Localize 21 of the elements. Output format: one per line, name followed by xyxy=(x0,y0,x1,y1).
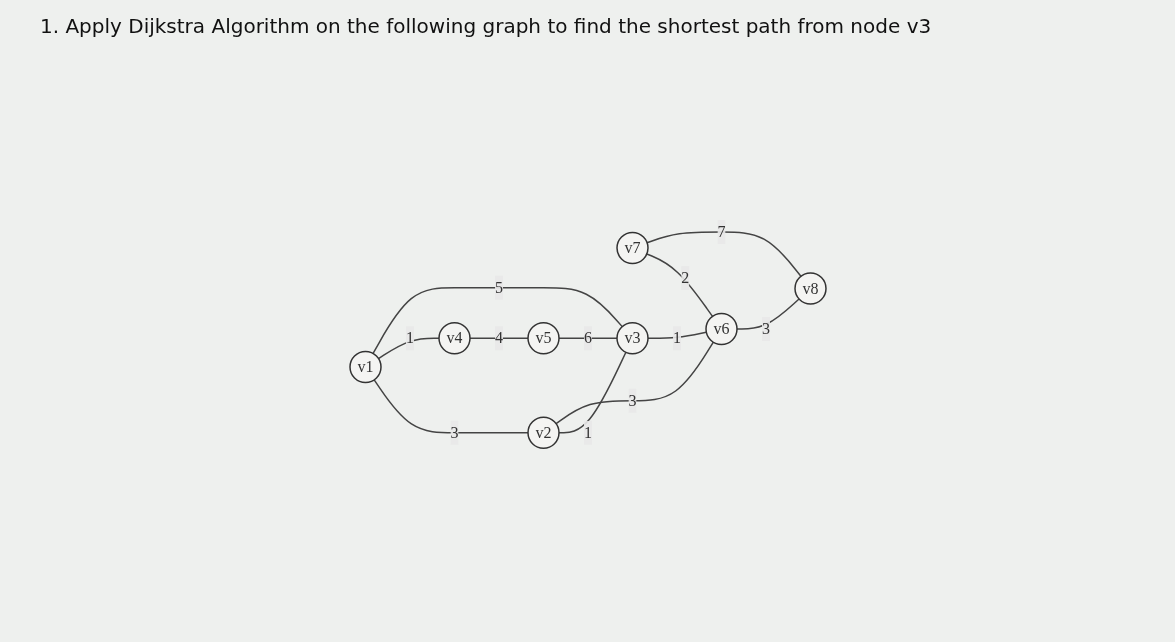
edge-label: 1 xyxy=(583,423,592,441)
edge-label: 5 xyxy=(494,278,503,296)
node-circle: v4 xyxy=(437,321,471,355)
edge-label: 3 xyxy=(761,319,770,337)
edge-label: 3 xyxy=(450,423,458,441)
edge-label: 1 xyxy=(405,329,414,347)
node-circle: v1 xyxy=(348,350,382,384)
node-circle: v7 xyxy=(615,231,649,265)
edge-label: 7 xyxy=(717,222,725,240)
connector xyxy=(645,253,713,317)
node-circle: v2 xyxy=(526,416,560,449)
node-circle: v8 xyxy=(793,272,827,305)
edge-label: 4 xyxy=(494,329,503,347)
node-circle: v3 xyxy=(615,321,649,355)
node-circle: v5 xyxy=(526,321,560,355)
edge-label: 2 xyxy=(680,269,689,286)
edge-label: 1 xyxy=(672,329,681,347)
question-title: 1. Apply Dijkstra Algorithm on the following graph to find the shortest path from node v3 xyxy=(40,14,933,38)
node-circle: v6 xyxy=(704,312,738,346)
edge-label: 6 xyxy=(583,329,592,347)
edge-label: 3 xyxy=(628,391,636,409)
